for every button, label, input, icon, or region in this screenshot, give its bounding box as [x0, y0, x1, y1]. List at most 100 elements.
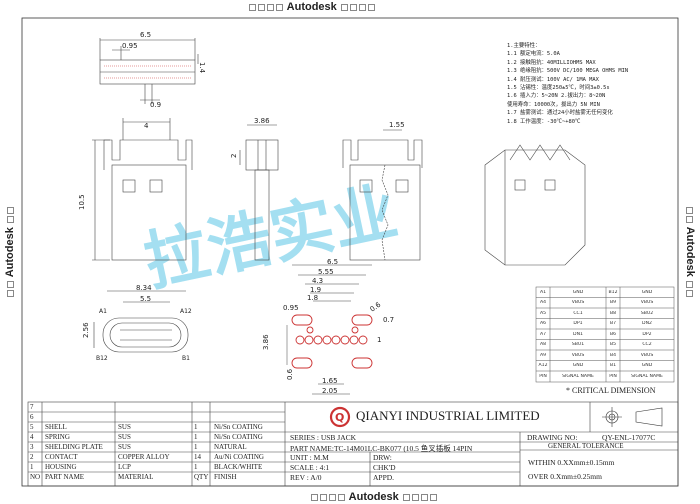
dim-end-height: 2.56: [82, 322, 90, 338]
bom-cell-qty: 14: [194, 453, 201, 461]
pin-table-grid: [535, 286, 675, 383]
pin-table-cell: B5: [609, 342, 617, 348]
dim-side-small: 2: [230, 154, 238, 158]
pin-table-cell: A4: [539, 300, 547, 306]
pin-table-cell: B4: [609, 352, 617, 358]
drw-label: DRW:: [373, 453, 392, 462]
dim-fp-13: 0.6: [369, 300, 383, 313]
spec-line: 1.5 沾锡性：温度250±5℃，时间3±0.5s: [507, 85, 610, 92]
dim-fp-10: 2.05: [322, 387, 338, 395]
dim-fp-3: 4.3: [312, 277, 323, 285]
pin-table-cell: GND: [572, 363, 584, 369]
appd-label: APPD.: [373, 473, 395, 482]
rev: REV : A/0: [290, 473, 322, 482]
pin-table-cell: A12: [538, 363, 548, 369]
pin-table-cell: VBUS: [640, 300, 654, 306]
label-a1: A1: [99, 308, 107, 315]
bom-cell-part: SHELDING PLATE: [45, 443, 103, 451]
pin-table-cell: VBUS: [571, 352, 585, 358]
dim-top-width: 6.5: [140, 31, 151, 39]
spec-line: 1.1 额定电流：5.0A: [507, 51, 560, 58]
bom-header-finish: FINISH: [214, 473, 237, 481]
dim-fp-6: 0.95: [283, 304, 299, 312]
company-logo-ring: [329, 406, 351, 428]
bom-cell-part: SHELL: [45, 423, 67, 431]
watermark-bottom: Autodesk: [310, 491, 438, 503]
pin-table-cell: A7: [539, 331, 547, 337]
bom-cell-no: 3: [30, 443, 34, 451]
dim-fp-11: 1: [377, 336, 381, 344]
top-view: [99, 38, 199, 104]
pin-table-cell: GND: [572, 289, 584, 295]
pin-table-cell: CC2: [642, 342, 652, 348]
label-b12: B12: [96, 355, 108, 362]
bom-cell-finish: Au/Ni COATING: [214, 453, 264, 461]
series: SERIES : USB JACK: [290, 433, 357, 442]
footprint-view: [291, 314, 373, 369]
bom-header-no: NO: [30, 473, 41, 481]
dim-top-pitch: 0.95: [122, 42, 138, 50]
part-name: PART NAME:TC-14M01LC-BK077 (10.5 鱼叉插板 14…: [290, 444, 473, 453]
pin-table-cell: SBU2: [640, 310, 654, 316]
dim-fp-4: 1.9: [310, 286, 321, 294]
unit: UNIT : M.M: [290, 453, 329, 462]
scale: SCALE : 4:1: [290, 463, 330, 472]
pin-table-cell: VBUS: [571, 300, 585, 306]
pin-table-cell: SIGNAL NAME: [562, 373, 594, 379]
general-tolerance: GENERAL TOLERANCE: [548, 442, 624, 450]
pin-table-row: A4 VBUS B9 VBUS: [536, 298, 674, 309]
pin-table-cell: B9: [609, 300, 617, 306]
bom-header-qty: QTY: [194, 473, 209, 481]
drawing-no-label: DRAWING NO:: [527, 433, 578, 442]
bom-cell-no: 6: [30, 413, 34, 421]
dim-fp-9: 1.65: [322, 377, 338, 385]
pin-table-cell: SBU1: [571, 342, 585, 348]
projection-symbol: [602, 407, 663, 427]
bom-cell-qty: 1: [194, 433, 198, 441]
label-a12: A12: [180, 308, 192, 315]
bom-cell-part: CONTACT: [45, 453, 78, 461]
dim-end-width: 8.34: [136, 284, 152, 292]
bom-cell-finish: Ni/Sn COATING: [214, 433, 263, 441]
pin-table-cell: GND: [641, 289, 653, 295]
dim-fp-5: 1.8: [307, 294, 318, 302]
drawing-no: QY-ENL-17077C: [602, 433, 656, 442]
pin-table-cell: SIGNAL NAME: [631, 373, 663, 379]
label-b1: B1: [182, 355, 190, 362]
bom-cell-material: SUS: [118, 443, 131, 451]
spec-line: 1.8 工作温度：-30℃~+80℃: [507, 118, 581, 125]
bom-header-material: MATERIAL: [118, 473, 154, 481]
spec-notes: 1.主要特性： 1.1 额定电流：5.0A 1.2 接触阻抗：40MILLIOH…: [507, 42, 628, 126]
dim-front-width: 4: [144, 122, 149, 130]
dim-fp-1: 6.5: [327, 258, 338, 266]
bom-cell-finish: BLACK/WHITE: [214, 463, 263, 471]
dim-fp-7: 3.86: [262, 334, 270, 350]
watermark-top: Autodesk: [248, 1, 376, 13]
bom-cell-material: SUS: [118, 423, 131, 431]
bom-cell-no: 2: [30, 453, 34, 461]
pin-table-cell: B12: [608, 289, 618, 295]
dim-fp-12: 0.7: [383, 316, 394, 324]
pin-table-cell: B8: [609, 310, 617, 316]
pin-table-cell: DN2: [642, 321, 652, 327]
pin-table-cell: B1: [609, 363, 617, 369]
spec-line: 1.7 盐雾测试：通过24小时盐雾无任何变化: [507, 110, 613, 117]
logo-watermark: 拉浩实业: [138, 175, 404, 301]
company-logo-letter: Q: [335, 411, 344, 424]
dim-side-width: 3.86: [254, 117, 270, 125]
bom-cell-no: 5: [30, 423, 34, 431]
bom-cell-finish: NATURAL: [214, 443, 247, 451]
pin-table-cell: DN1: [573, 331, 583, 337]
bom-cell-no: 7: [30, 403, 34, 411]
bom-cell-material: COPPER ALLOY: [118, 453, 170, 461]
bom-cell-material: SUS: [118, 433, 131, 441]
